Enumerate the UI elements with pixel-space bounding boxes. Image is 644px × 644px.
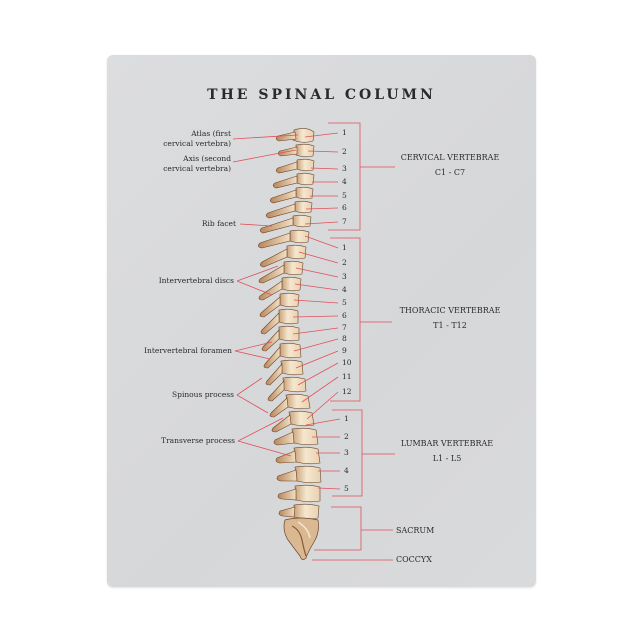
poster-board — [107, 55, 536, 587]
thoracic-number: 4 — [342, 285, 347, 294]
thoracic-leader-lines — [292, 235, 392, 420]
group-label-cervical: CERVICAL VERTEBRAE C1 - C7 — [395, 150, 505, 180]
cervical-leader-lines — [304, 122, 395, 231]
thoracic-number: 8 — [342, 334, 347, 343]
cervical-number: 1 — [342, 128, 347, 137]
label-atlas-line2: cervical vertebra) — [163, 139, 231, 148]
thoracic-number: 10 — [342, 358, 352, 367]
label-axis: Axis (second cervical vertebra) — [163, 154, 231, 174]
cervical-number: 4 — [342, 177, 347, 186]
lumbar-leader-lines — [305, 409, 395, 497]
group-range-thoracic: T1 - T12 — [433, 321, 467, 330]
lumbar-number: 4 — [344, 466, 349, 475]
label-spinous-process: Spinous process — [172, 390, 234, 399]
cervical-number: 7 — [342, 217, 347, 226]
group-label-thoracic: THORACIC VERTEBRAE T1 - T12 — [394, 303, 506, 333]
thoracic-number: 7 — [342, 323, 347, 332]
thoracic-number: 3 — [342, 272, 347, 281]
thoracic-number: 12 — [342, 387, 352, 396]
group-label-coccyx: COCCYX — [396, 555, 432, 564]
group-name-lumbar: LUMBAR VERTEBRAE — [400, 439, 494, 448]
label-intervertebral-discs: Intervertebral discs — [158, 276, 234, 285]
label-transverse-process: Transverse process — [161, 436, 235, 445]
spinous-processes — [258, 131, 298, 518]
diagram-title: THE SPINAL COLUMN — [207, 87, 436, 103]
sacrum-coccyx-leader-lines — [312, 506, 393, 561]
thoracic-number: 2 — [342, 258, 347, 267]
cervical-number: 5 — [342, 191, 347, 200]
cervical-number: 2 — [342, 147, 347, 156]
vertebral-bodies — [278, 128, 322, 520]
lumbar-number: 1 — [344, 414, 349, 423]
label-atlas: Atlas (first cervical vertebra) — [163, 129, 231, 149]
label-axis-line1: Axis (second — [183, 154, 231, 163]
group-label-lumbar: LUMBAR VERTEBRAE L1 - L5 — [395, 436, 499, 466]
group-name-cervical: CERVICAL VERTEBRAE — [400, 153, 500, 162]
lumbar-number: 3 — [344, 448, 349, 457]
left-leader-lines — [232, 134, 299, 457]
label-axis-line2: cervical vertebra) — [163, 164, 231, 173]
label-rib-facet: Rib facet — [201, 219, 236, 228]
thoracic-number: 6 — [342, 311, 347, 320]
thoracic-number: 9 — [342, 346, 347, 355]
group-label-sacrum: SACRUM — [396, 526, 435, 535]
thoracic-number: 11 — [342, 372, 352, 381]
sacrum-coccyx — [283, 517, 319, 560]
thoracic-number: 1 — [342, 243, 347, 252]
cervical-number: 6 — [342, 203, 347, 212]
group-range-lumbar: L1 - L5 — [432, 454, 462, 463]
cervical-number: 3 — [342, 164, 347, 173]
label-intervertebral-foramen: Intervertebral foramen — [144, 346, 232, 355]
group-range-cervical: C1 - C7 — [434, 168, 466, 177]
lumbar-number: 5 — [344, 484, 349, 493]
lumbar-number: 2 — [344, 432, 349, 441]
thoracic-number: 5 — [342, 298, 347, 307]
group-name-thoracic: THORACIC VERTEBRAE — [399, 306, 501, 315]
label-atlas-line1: Atlas (first — [191, 129, 231, 138]
